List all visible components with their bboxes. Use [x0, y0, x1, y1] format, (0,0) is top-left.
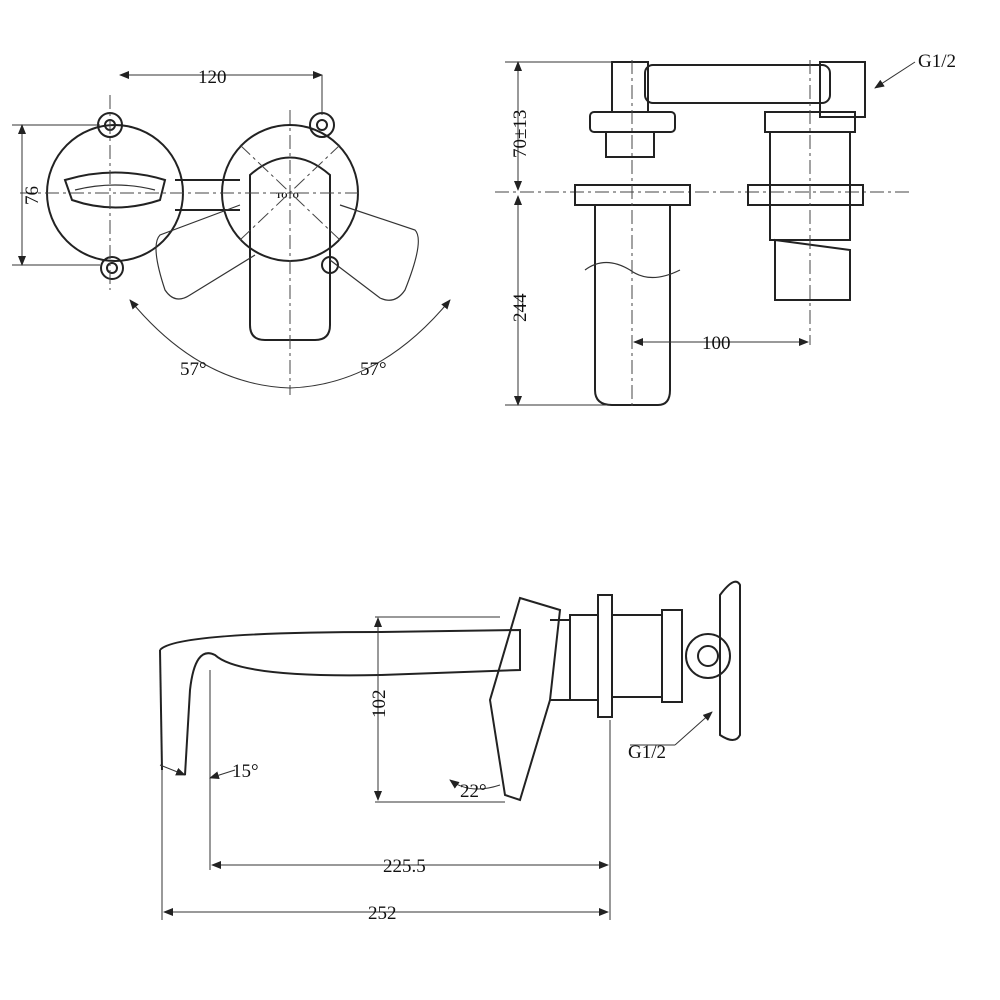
thread-label-bottom: G1/2 — [628, 742, 666, 763]
angle-spout: 15° — [232, 761, 259, 782]
angle-left: 57° — [180, 359, 207, 380]
angle-lever: 22° — [460, 781, 487, 802]
dim-overall: 252 — [368, 903, 397, 924]
dim-adjust: 70±13 — [510, 110, 531, 158]
dim-spout-height: 102 — [369, 690, 390, 719]
dim-offset: 100 — [702, 333, 731, 354]
dim-height: 76 — [22, 186, 43, 205]
handle — [249, 156, 331, 341]
angle-right: 57° — [360, 359, 387, 380]
thread-label-top: G1/2 — [918, 51, 956, 72]
brand-logo: TOTO — [276, 191, 299, 200]
dim-depth: 244 — [510, 293, 531, 322]
dim-reach: 225.5 — [383, 856, 426, 877]
front-view: TOTO 120 76 57° 57° — [12, 67, 451, 395]
dim-width: 120 — [198, 67, 227, 88]
lever — [488, 596, 562, 802]
side-view: 70±13 244 100 G1/2 — [495, 51, 956, 410]
spout-view: 102 15° 22° 225.5 252 G1/2 — [159, 580, 741, 924]
